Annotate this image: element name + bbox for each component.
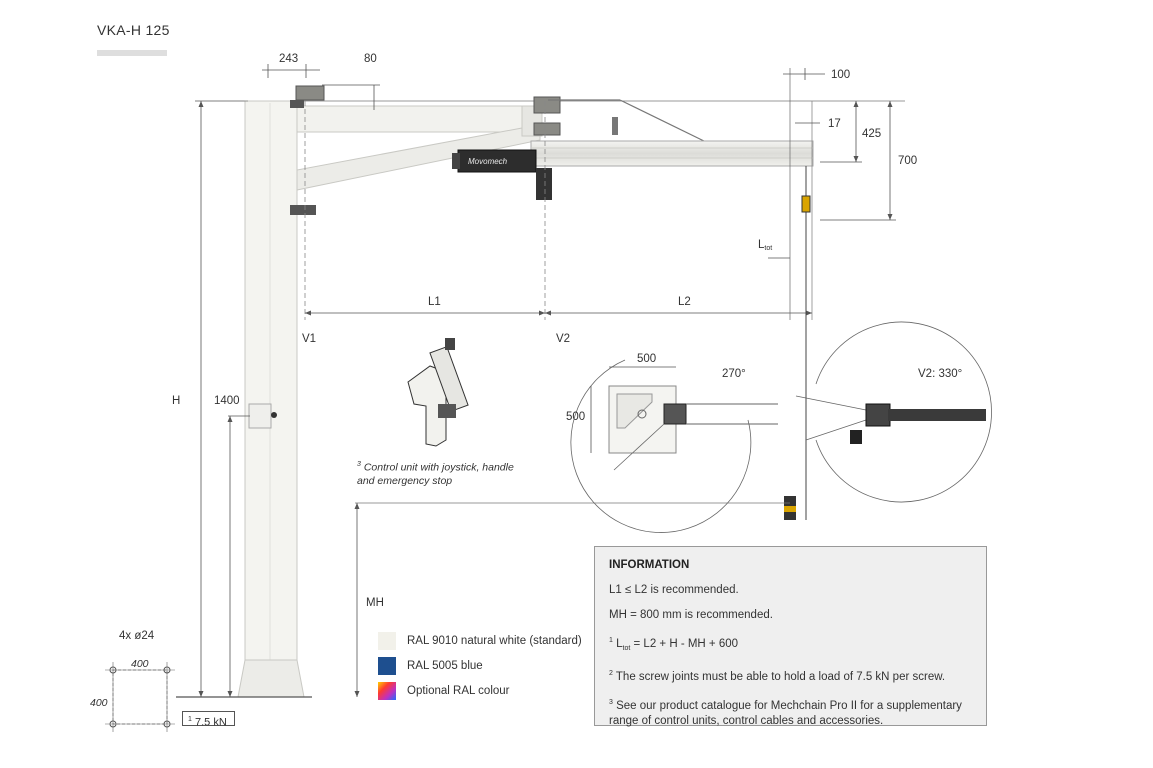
control-unit-note: 3 Control unit with joystick, handle and…	[357, 461, 514, 487]
dim-700: 700	[898, 155, 917, 167]
info-line: MH = 800 mm is recommended.	[609, 609, 773, 621]
dim-base-y: 400	[90, 697, 108, 709]
dim-100: 100	[831, 69, 850, 81]
base-hole-pattern	[112, 669, 168, 725]
dim-base-x: 400	[131, 658, 149, 670]
swatch-rainbow	[378, 681, 396, 700]
swatch-blue	[378, 656, 396, 675]
dim-80: 80	[364, 53, 377, 65]
swatch-white	[378, 631, 396, 650]
column-foot	[237, 659, 305, 698]
hook-block	[801, 195, 811, 213]
angle-v1: 270°	[722, 368, 746, 380]
dim-425: 425	[862, 128, 881, 140]
slewing-detail-v2: V2: 330°	[795, 321, 992, 503]
hoist-brand: Movomech	[468, 157, 508, 166]
dim-500-top: 500	[637, 353, 656, 365]
colour-legend: RAL 9010 natural white (standard) RAL 50…	[378, 628, 582, 703]
label-l2: L2	[678, 296, 691, 308]
dim-17: 17	[828, 118, 841, 130]
dim-mh: MH	[366, 597, 384, 609]
dim-1400: 1400	[214, 395, 240, 407]
legend-item: Optional RAL colour	[378, 678, 582, 703]
info-line: 1 Ltot = L2 + H - MH + 600	[609, 637, 739, 653]
title-underline	[97, 50, 167, 56]
label-ltot: Ltot	[758, 239, 772, 252]
control-box	[248, 403, 272, 429]
dim-500-side: 500	[566, 411, 585, 423]
label-v2: V2	[556, 333, 570, 345]
crane-column	[244, 100, 298, 698]
label-v1: V1	[302, 333, 316, 345]
rail-beam	[530, 140, 814, 167]
info-line: 3 See our product catalogue for Mechchai…	[609, 698, 962, 727]
information-title: INFORMATION	[609, 559, 690, 571]
slewing-detail-v1: 500 500 270°	[566, 353, 778, 533]
info-line: L1 ≤ L2 is recommended.	[609, 584, 739, 596]
page-title: VKA-H 125	[97, 22, 170, 38]
angle-v2: V2: 330°	[918, 368, 962, 380]
info-line: 2 The screw joints must be able to hold …	[609, 670, 946, 683]
jib-arm	[296, 105, 543, 133]
load-label: 1 7.5 kN	[182, 711, 235, 729]
label-l1: L1	[428, 296, 441, 308]
dim-h: H	[172, 395, 180, 407]
label-holes: 4x ø24	[119, 630, 155, 642]
dim-243: 243	[279, 53, 298, 65]
information-box: INFORMATION L1 ≤ L2 is recommended. MH =…	[594, 546, 987, 727]
legend-item: RAL 5005 blue	[378, 653, 582, 678]
control-unit-illustration	[407, 338, 469, 447]
legend-item: RAL 9010 natural white (standard)	[378, 628, 582, 653]
